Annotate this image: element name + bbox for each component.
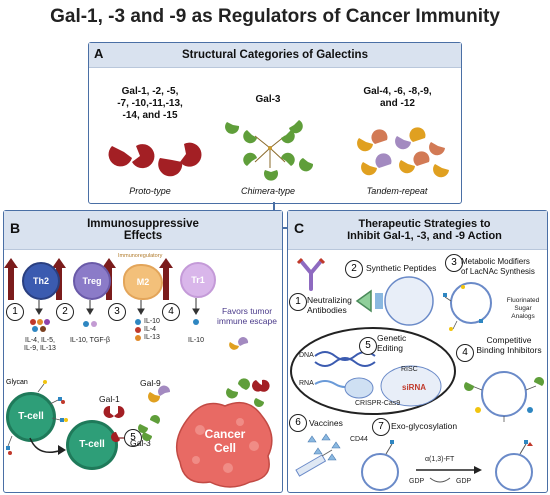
galectin-ligands-b — [103, 378, 270, 441]
competitive-inhibitors-label: Competitive Binding Inhibitors — [476, 335, 542, 355]
proto-type-galectins — [108, 142, 202, 177]
c-step-4: 4 — [456, 344, 474, 362]
panel-b-header: Immunosuppressive Effects — [4, 211, 282, 250]
panel-c — [287, 210, 548, 493]
t-cell-2-label: T-cell — [79, 439, 105, 450]
panel-b-header-text: Immunosuppressive Effects — [87, 218, 199, 242]
metabolic-modifiers-label: Metabolic Modifiers of LacNAc Synthesis — [461, 257, 535, 276]
c-step-5: 5 — [359, 337, 377, 355]
chimera-type-galectins — [225, 120, 314, 181]
c-step-7: 7 — [372, 418, 390, 436]
b-step-5: 5 — [124, 429, 142, 447]
treg-cell: Treg — [73, 262, 111, 300]
proto-type-label: Proto-type — [129, 186, 171, 196]
tandem-type-label: Tandem-repeat — [366, 186, 428, 196]
tandem-icon-b — [229, 337, 249, 350]
panel-b — [3, 210, 283, 493]
genetic-editing-label: Genetic Editing — [377, 333, 407, 353]
b-step-3: 3 — [108, 303, 126, 321]
neutralizing-antibodies-label: Neutralizing Antibodies — [307, 295, 352, 315]
treg-label: Treg — [82, 276, 102, 286]
t-cell-2: T-cell — [66, 420, 118, 470]
proto-galectin-4 — [180, 142, 202, 167]
risc-label: RISC — [401, 366, 418, 373]
metabolic-cell-icon — [443, 282, 492, 331]
m2-tag: Immunoregulatory — [118, 253, 163, 259]
peptide-icon — [355, 276, 434, 326]
tandem-repeat-galectins — [357, 127, 449, 178]
gdp-out-label: GDP — [456, 478, 472, 485]
cancer-cell — [175, 401, 273, 488]
t-cell-1: T-cell — [6, 392, 56, 442]
chimera-members: Gal-3 — [255, 94, 281, 105]
tr1-cytokines: IL-10 — [188, 337, 204, 344]
treg-cytokines: IL-10, TGF-β — [69, 337, 111, 344]
th2-label: Th2 — [32, 276, 49, 286]
proto-members: Gal-1, -2, -5, -7, -10,-11,-13, -14, and… — [117, 86, 183, 121]
tandem-members: Gal-4, -6, -8,-9, and -12 — [363, 86, 432, 109]
rna-label: RNA — [299, 380, 314, 387]
c-step-2: 2 — [345, 260, 363, 278]
crispr-label: CRISPR-Cas9 — [355, 400, 401, 407]
figure-title: Gal-1, -3 and -9 as Regulators of Cancer… — [50, 6, 500, 27]
panel-a-header: Structural Categories of Galectins — [89, 43, 461, 68]
antibody-icon — [296, 257, 326, 291]
exo-glycosylation-label: Exo-glycosylation — [391, 421, 458, 431]
sirna-label: siRNA — [402, 383, 427, 392]
panel-a-letter: A — [94, 46, 104, 61]
m2-label: M2 — [136, 277, 150, 287]
t-cell-glycans — [6, 380, 132, 455]
tr1-label: Tr1 — [191, 275, 205, 285]
vaccines-label: Vaccines — [309, 418, 343, 428]
panel-a-header-text: Structural Categories of Galectins — [182, 49, 368, 61]
dna-label: DNA — [299, 352, 314, 359]
tr1-cell: Tr1 — [180, 262, 216, 298]
glycan-label: Glycan — [6, 379, 28, 386]
binding-inhibitor-icon — [464, 371, 544, 422]
b-step-2: 2 — [56, 303, 74, 321]
synthetic-peptides-label: Synthetic Peptides — [366, 263, 437, 273]
cd44-label: CD44 — [350, 436, 368, 443]
c-step-3: 3 — [445, 254, 463, 272]
proto-galectin-3 — [158, 158, 183, 177]
chimera-type-label: Chimera-type — [240, 186, 296, 196]
fluorinated-sugar-label: Fluorinated Sugar Analogs — [506, 297, 540, 320]
gal-9-label: Gal-9 — [140, 378, 161, 388]
b-step-1: 1 — [6, 303, 24, 321]
gal-1-label: Gal-1 — [99, 394, 120, 404]
cancer-cell-label: Cancer Cell — [204, 427, 246, 455]
c-step-6: 6 — [289, 414, 307, 432]
th2-cell: Th2 — [22, 262, 60, 300]
panel-c-header-text: Therapeutic Strategies to Inhibit Gal-1,… — [347, 218, 502, 242]
enzyme-label: α(1,3)-FT — [425, 456, 455, 463]
favors-tumor-escape: Favors tumor immune escape — [216, 306, 277, 326]
gal-3-label: Gal-3 — [130, 438, 151, 448]
genetic-editing-ellipse — [290, 327, 456, 415]
panel-c-header: Therapeutic Strategies to Inhibit Gal-1,… — [288, 211, 547, 250]
proto-galectin-1 — [108, 146, 132, 167]
panel-c-letter: C — [294, 220, 305, 236]
m2-cytokines: IL-10 IL-4 IL-13 — [144, 318, 160, 341]
proto-galectin-2 — [132, 144, 155, 169]
m2-cell: M2 — [123, 264, 163, 300]
cytokine-release — [30, 298, 200, 341]
c-step-1: 1 — [289, 293, 307, 311]
th2-cytokines: IL-4, IL-5, IL-9, IL-13 — [24, 337, 56, 352]
exo-glycosylation-icon — [361, 440, 533, 491]
panel-b-letter: B — [10, 220, 21, 236]
b-step-4: 4 — [162, 303, 180, 321]
vaccine-icon — [295, 433, 341, 477]
t-cell-1-label: T-cell — [18, 411, 44, 422]
gdp-in-label: GDP — [409, 478, 425, 485]
